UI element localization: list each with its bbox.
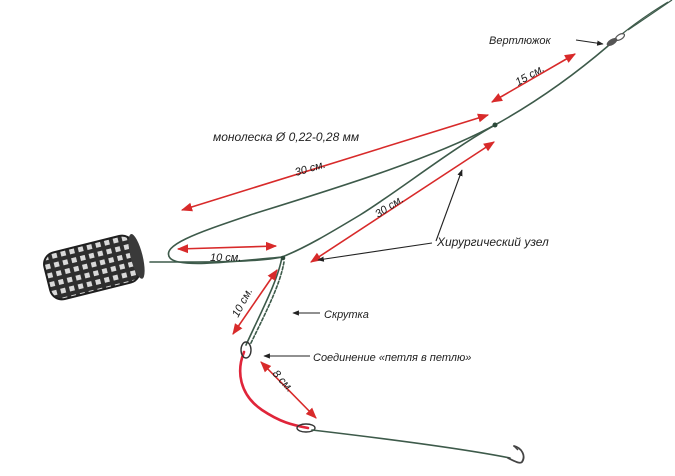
mono-label: монолеска Ø 0,22-0,28 мм	[213, 130, 359, 144]
hook-line	[311, 429, 511, 459]
swivel-icon	[606, 33, 626, 47]
knot-label: Хирургический узел	[436, 235, 549, 249]
loop-label: Соединение «петля в петлю»	[313, 352, 471, 364]
measure-30-lower: 30 см.	[373, 193, 406, 220]
pointer-arrows	[263, 39, 604, 359]
hook-icon	[507, 445, 525, 464]
twist-label: Скрутка	[324, 309, 369, 321]
swivel-label: Вертлюжок	[489, 35, 552, 47]
measure-15: 15 см.	[514, 63, 547, 89]
measure-30-top: 30 см.	[294, 159, 327, 179]
main-line	[494, 0, 673, 126]
measure-10-twist: 10 см.	[230, 286, 255, 319]
twist-point	[280, 255, 286, 261]
measure-10-loop: 10 см.	[210, 252, 241, 264]
twist-section	[245, 256, 285, 346]
dimension-arrows	[176, 53, 576, 419]
feeder-icon	[43, 234, 145, 301]
measure-8: 8 см.	[270, 368, 296, 395]
knot-point	[492, 122, 498, 128]
